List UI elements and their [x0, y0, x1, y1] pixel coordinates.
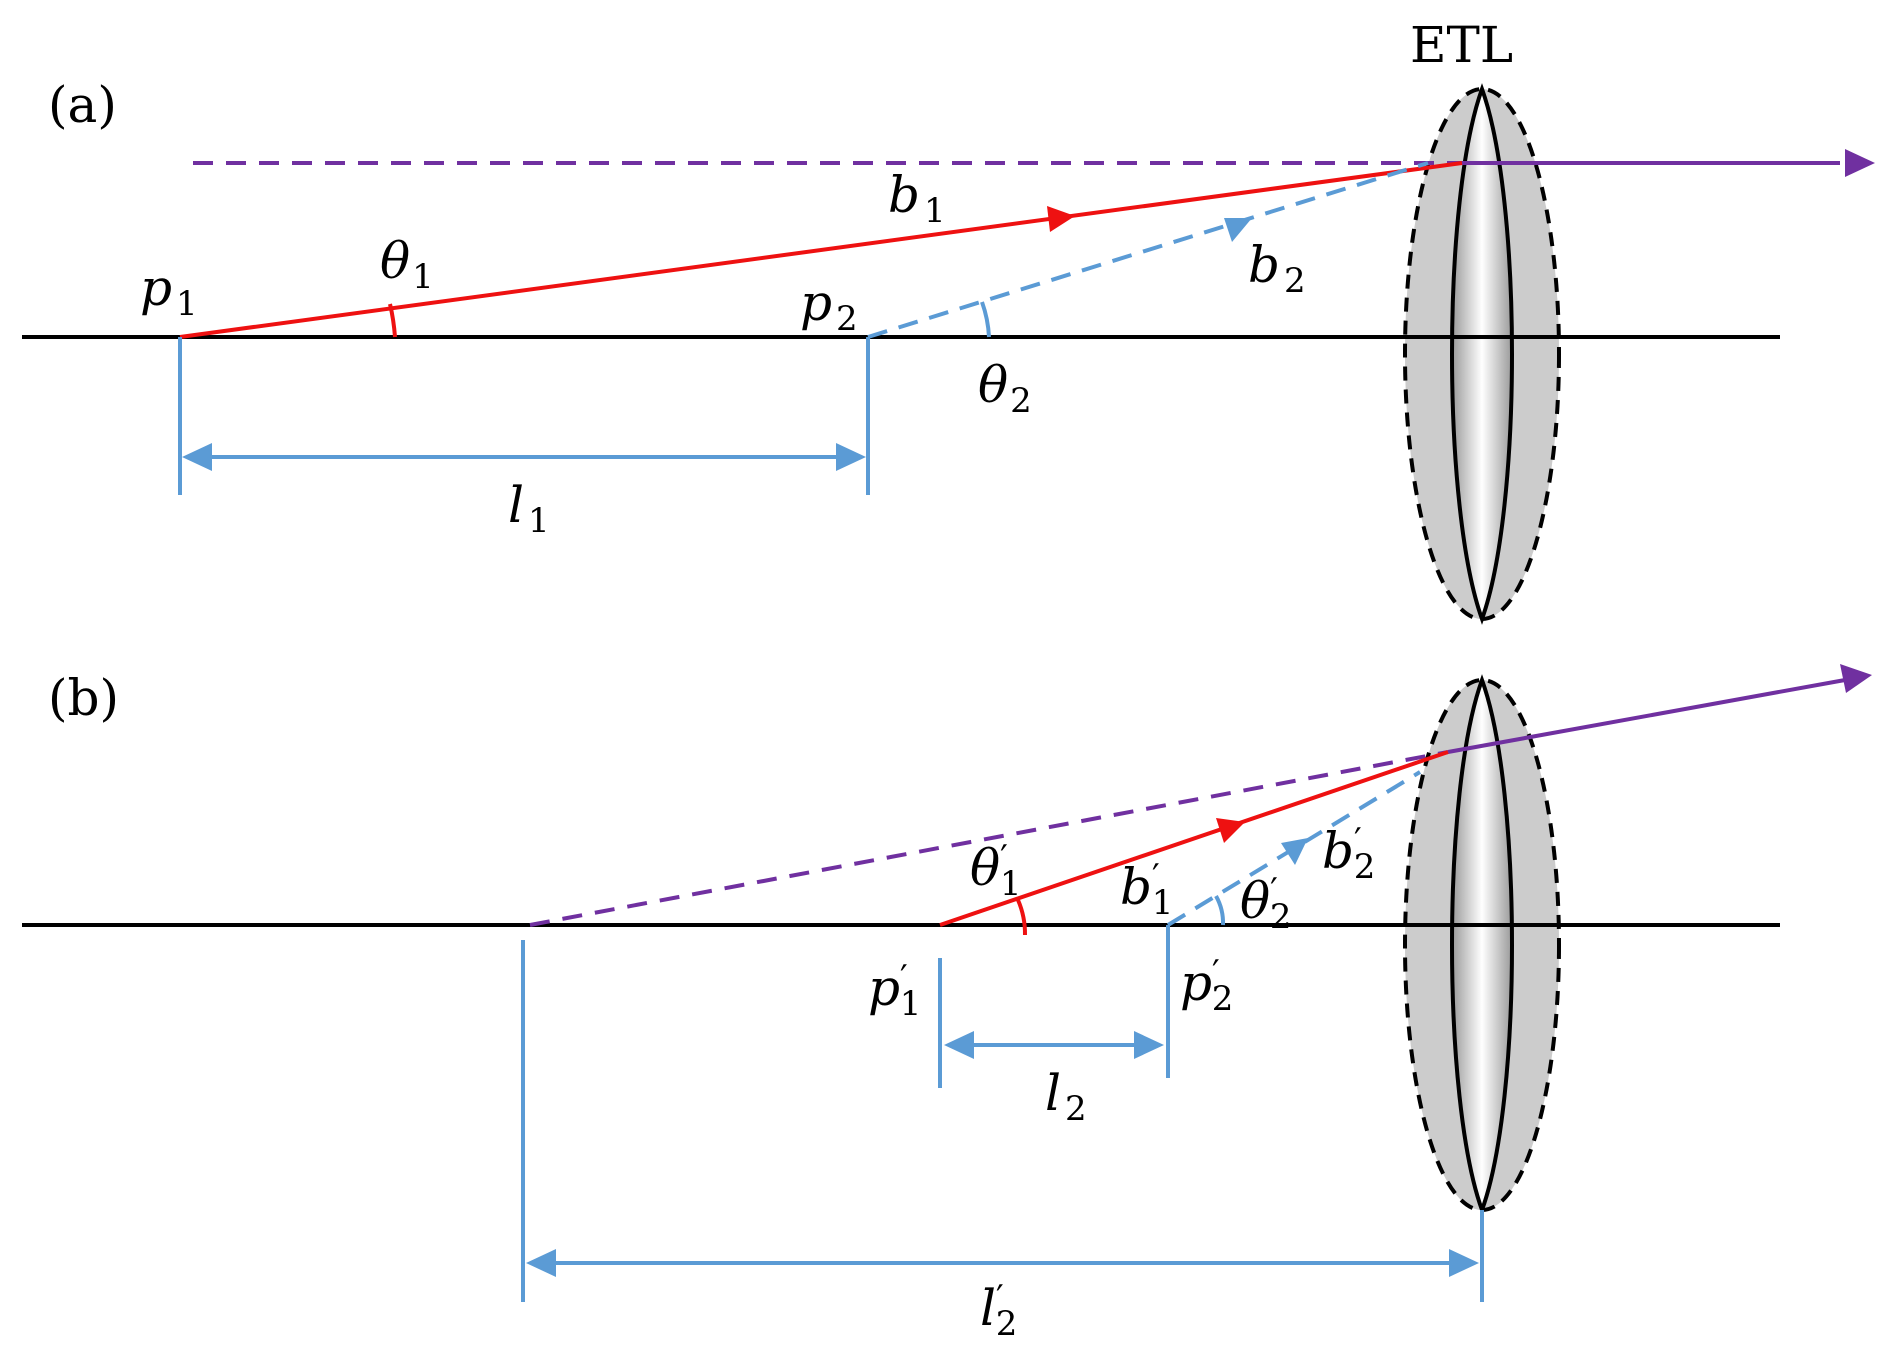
arrowhead-icon [1216, 818, 1245, 843]
label-l2-prime: l′2 [980, 1278, 1017, 1344]
label-theta1-prime: θ′1 [970, 838, 1021, 904]
arrowhead-icon [1047, 206, 1075, 232]
arrowhead-icon [1449, 1249, 1479, 1277]
purple-output-ray-b [1447, 678, 1846, 754]
etl-label: ETL [1410, 16, 1513, 74]
theta1-prime-arc [1016, 899, 1028, 936]
arrowhead-icon [1845, 149, 1875, 177]
arrowhead-icon [526, 1249, 556, 1277]
panel-a-label: (a) [48, 76, 117, 134]
panel-b: (b) p′1 [22, 664, 1872, 1344]
arrowhead-icon [944, 1031, 974, 1059]
red-beam-b1 [179, 161, 1463, 339]
theta2-prime-arc [1214, 895, 1226, 926]
blue-dashed-beam-b2 [867, 161, 1429, 339]
panel-b-label: (b) [48, 669, 119, 727]
arrowhead-icon [1224, 218, 1252, 242]
theta1-arc [388, 303, 397, 338]
lens-icon [1403, 83, 1561, 625]
arrowhead-icon [1840, 664, 1872, 693]
label-theta1: θ1 [380, 232, 434, 297]
arrowhead-icon [1134, 1031, 1164, 1059]
label-p2-prime: p′2 [1180, 953, 1233, 1019]
label-b2-prime: b′2 [1322, 821, 1375, 887]
arrowhead-icon [182, 443, 212, 471]
label-theta2-prime: θ′2 [1240, 871, 1291, 937]
theta2-arc [980, 301, 991, 338]
arrowhead-icon [1281, 838, 1308, 865]
purple-dashed-ray-b [529, 750, 1449, 927]
label-p1-prime: p′1 [868, 958, 921, 1024]
label-theta2: θ2 [978, 356, 1032, 421]
lens-icon [1403, 674, 1561, 1216]
label-b1-prime: b′1 [1120, 857, 1173, 923]
red-beam-b1-prime [939, 750, 1449, 927]
arrowhead-icon [836, 443, 866, 471]
